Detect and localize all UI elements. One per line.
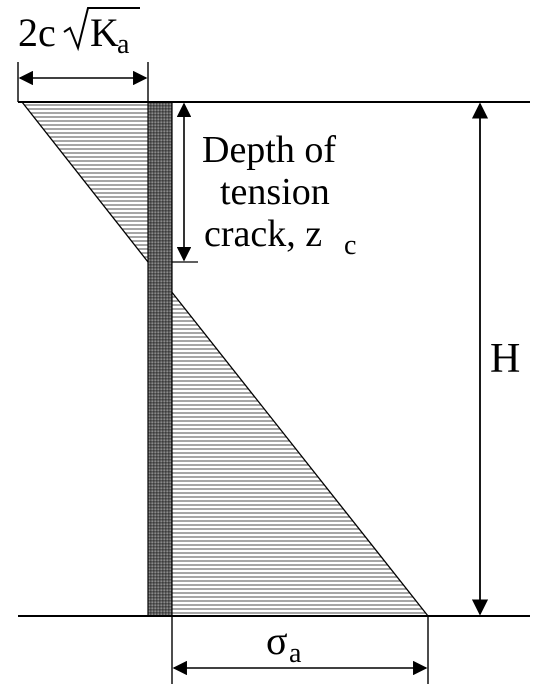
width-label-subscript: a bbox=[117, 29, 130, 60]
retaining-wall bbox=[147, 101, 173, 617]
width-label-coefficient: 2c bbox=[18, 10, 56, 55]
height-label: H bbox=[490, 336, 520, 382]
crack-label-subscript: c bbox=[344, 230, 356, 261]
sigma-label-subscript: a bbox=[289, 638, 302, 669]
crack-label-line2: tension bbox=[220, 171, 330, 213]
crack-label-line3: crack, z bbox=[204, 213, 322, 255]
crack-label-line1: Depth of bbox=[202, 129, 336, 171]
tension-zone-diagonal bbox=[21, 101, 149, 263]
sigma-label: σ bbox=[266, 618, 288, 663]
radical-sign-icon bbox=[63, 7, 140, 52]
width-label-k: K bbox=[90, 10, 119, 55]
active-pressure-diagonal bbox=[147, 261, 429, 617]
